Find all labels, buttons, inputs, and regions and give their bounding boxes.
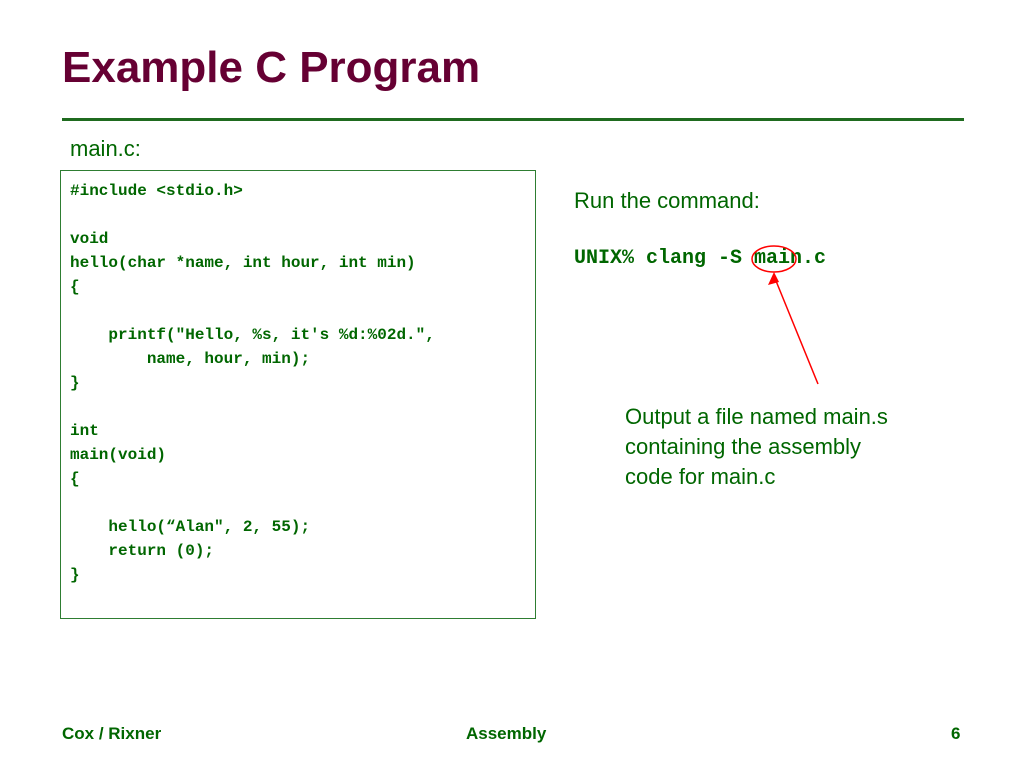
annotation-text: Output a file named main.s containing th… [625,402,955,492]
command-line: UNIX% clang -S main.c [574,249,826,269]
page-number: 6 [951,724,961,743]
footer-topic: Assembly [466,724,547,743]
annotation-arrow-line [773,275,819,385]
annotation-line: code for main.c [625,464,776,489]
annotation-arrow-head [768,272,779,285]
annotation-line: Output a file named main.s [625,404,888,429]
annotation-line: containing the assembly [625,434,862,459]
title-divider [62,118,964,121]
code-listing-box: #include <stdio.h> void hello(char *name… [60,170,536,619]
command-prefix: UNIX% clang [574,247,719,270]
filename-label: main.c: [70,136,141,161]
code-listing: #include <stdio.h> void hello(char *name… [70,182,435,584]
run-command-label: Run the command: [574,188,760,213]
slide-title: Example C Program [62,43,481,92]
footer-authors: Cox / Rixner [62,724,162,743]
command-suffix: main.c [742,247,827,270]
command-flag: -S [718,247,743,270]
